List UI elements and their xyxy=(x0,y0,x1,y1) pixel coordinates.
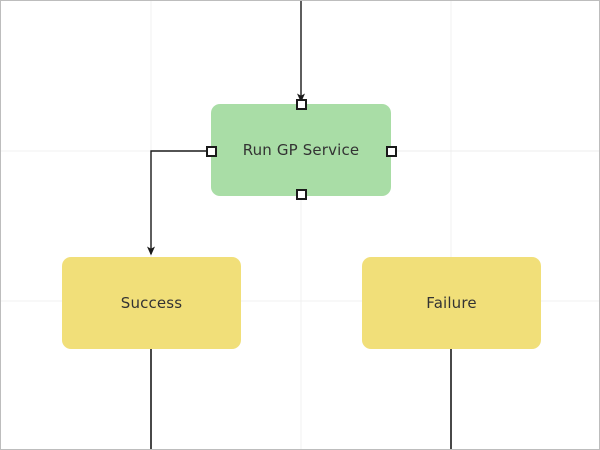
node-run-gp-service[interactable]: Run GP Service xyxy=(211,104,391,196)
edge-run-to-success[interactable] xyxy=(147,150,213,256)
node-label-run-gp-service: Run GP Service xyxy=(242,140,360,159)
node-failure[interactable]: Failure xyxy=(362,257,541,349)
port-left-icon[interactable] xyxy=(205,145,217,157)
port-right-icon[interactable] xyxy=(385,145,397,157)
node-label-success: Success xyxy=(120,293,183,312)
node-success[interactable]: Success xyxy=(62,257,241,349)
port-top-icon[interactable] xyxy=(295,98,307,110)
node-label-failure: Failure xyxy=(426,293,477,312)
port-bottom-icon[interactable] xyxy=(295,188,307,200)
